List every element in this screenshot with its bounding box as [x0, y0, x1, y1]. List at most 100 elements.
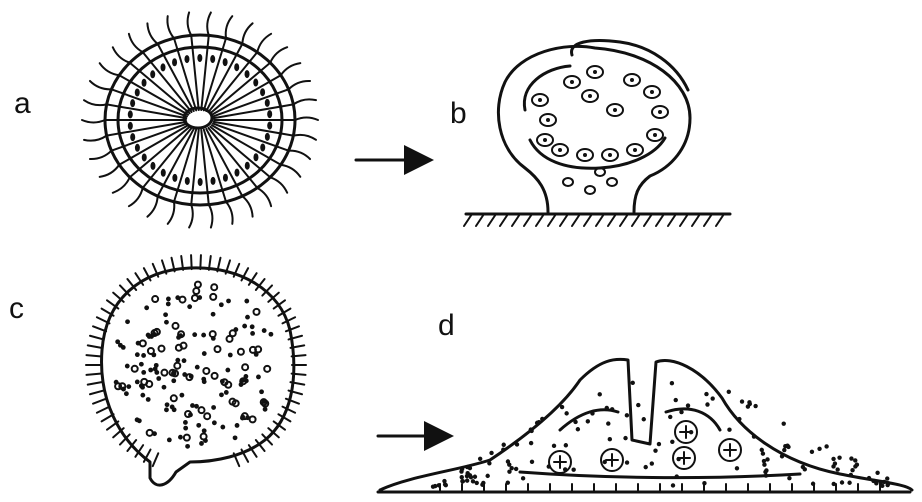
cell-dot — [849, 473, 853, 477]
panel-d-chamber-right — [666, 409, 720, 430]
cell-dot — [196, 423, 201, 428]
cell-dot — [835, 467, 839, 471]
cell-dot — [166, 297, 171, 302]
cell-dot — [644, 465, 648, 469]
cell-dot — [564, 443, 568, 447]
cell-dot — [837, 455, 841, 459]
cilium — [90, 151, 111, 159]
nucleus — [223, 174, 228, 182]
cell-dot — [140, 393, 145, 398]
cell-dot — [468, 466, 472, 470]
cell-dot — [752, 434, 756, 438]
cell-dot — [164, 407, 169, 412]
cell-dot — [782, 448, 786, 452]
cilium — [90, 336, 103, 340]
cell-ring — [210, 331, 216, 337]
cell-dot — [144, 305, 149, 310]
cell-dot — [787, 476, 791, 480]
cell-dot — [564, 411, 568, 415]
cell-dot — [211, 405, 216, 410]
cell-dot — [242, 324, 247, 329]
cell-dot — [125, 319, 130, 324]
cilium — [100, 165, 120, 177]
stalk-cell — [607, 178, 617, 186]
cell-nucleus — [630, 78, 634, 82]
cell-dot — [642, 417, 646, 421]
hatch-mark — [680, 214, 688, 226]
cell-dot — [529, 441, 533, 445]
cell-dot — [164, 320, 169, 325]
cell-dot — [269, 332, 274, 337]
nucleus — [142, 79, 147, 87]
cell-dot — [471, 479, 475, 483]
cell-dot — [608, 437, 612, 441]
cell-dot — [190, 403, 195, 408]
cilium — [82, 120, 105, 123]
cell-dot — [671, 483, 675, 487]
cilium — [86, 374, 100, 375]
label-c: c — [9, 292, 24, 325]
cell-ring — [210, 294, 216, 300]
hatch-mark — [632, 214, 640, 226]
panel-b-cells — [532, 66, 668, 194]
chamber-detail — [554, 456, 566, 468]
cell-dot — [233, 435, 238, 440]
cell-dot — [431, 484, 435, 488]
cell-dot — [135, 352, 140, 357]
cell-dot — [183, 426, 188, 431]
cell-dot — [167, 438, 172, 443]
cell-dot — [833, 461, 837, 465]
cell-dot — [840, 480, 844, 484]
cell-ring — [193, 288, 199, 294]
cell-dot — [735, 466, 739, 470]
cell-dot — [670, 440, 674, 444]
cilium — [189, 205, 193, 228]
cell-dot — [183, 420, 188, 425]
cell-dot — [831, 457, 835, 461]
cell-dot — [686, 403, 690, 407]
cell-ring — [159, 346, 165, 352]
cell-dot — [489, 451, 493, 455]
cell-dot — [156, 376, 161, 381]
cell-dot — [590, 411, 594, 415]
cell-dot — [547, 464, 551, 468]
chamber-detail — [724, 444, 736, 456]
cell-dot — [727, 390, 731, 394]
cell-ring — [250, 416, 256, 422]
cilium — [88, 382, 102, 384]
panel-c-larva — [86, 255, 306, 485]
cell-dot — [514, 467, 518, 471]
hatch-mark — [500, 214, 508, 226]
hatch-mark — [692, 214, 700, 226]
cell-ring — [171, 395, 177, 401]
nucleus — [253, 153, 258, 161]
cell-dot — [114, 380, 119, 385]
cell-dot — [125, 364, 130, 369]
cell-ring — [211, 284, 217, 290]
cell-dot — [535, 421, 539, 425]
cell-dot — [475, 481, 479, 485]
cell-dot — [606, 421, 610, 425]
nucleus — [150, 70, 155, 78]
cell-ring — [225, 382, 231, 388]
cell-ring — [146, 381, 152, 387]
cilium — [84, 136, 107, 141]
cell-ring — [230, 330, 236, 336]
cell-dot — [444, 483, 448, 487]
cell-dot — [151, 352, 156, 357]
panel-a-center — [184, 108, 212, 128]
cilium — [293, 135, 316, 140]
cell-nucleus — [588, 94, 592, 98]
hatch-mark — [716, 214, 724, 226]
cell-dot — [179, 393, 184, 398]
cell-dot — [670, 381, 674, 385]
cell-dot — [710, 396, 714, 400]
cell-dot — [560, 405, 564, 409]
hatch-mark — [476, 214, 484, 226]
cell-dot — [226, 299, 231, 304]
cilium — [129, 188, 143, 206]
cell-dot — [853, 458, 857, 462]
cilium — [147, 23, 157, 44]
cell-dot — [636, 403, 640, 407]
